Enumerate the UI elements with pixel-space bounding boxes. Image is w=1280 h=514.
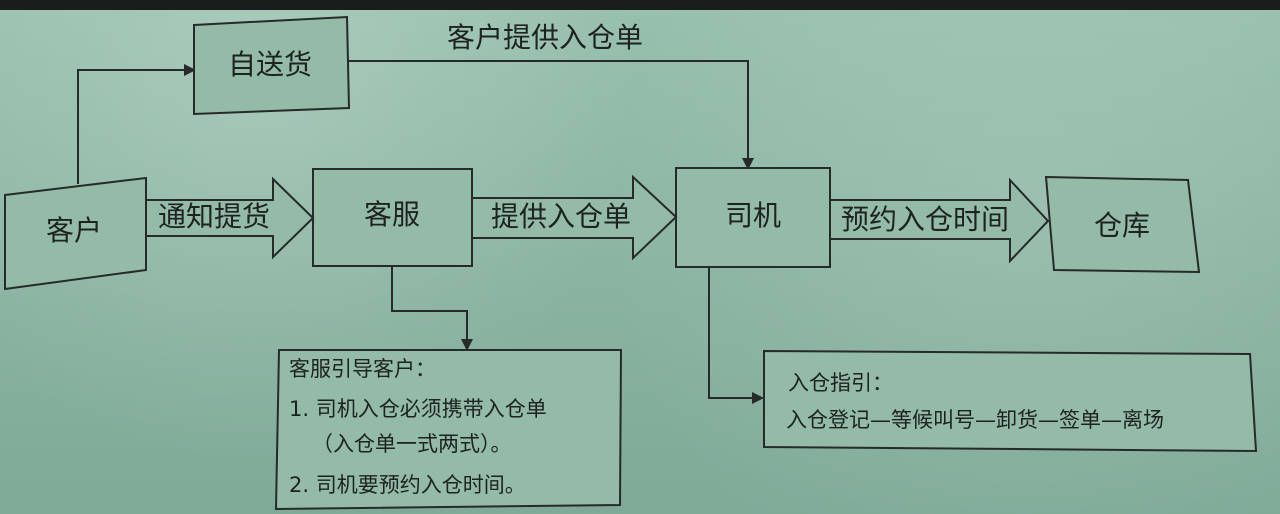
- self-delivery-to-driver-connector: [348, 60, 754, 170]
- provide-entry-form-label: 提供入仓单: [491, 200, 631, 233]
- driver-to-entry-guide-connector: [708, 267, 764, 404]
- book-entry-time-arrow: [829, 177, 1050, 264]
- self-delivery-label: 自送货: [228, 48, 312, 81]
- cs-guide-line-2: 1. 司机入仓必须携带入仓单: [289, 397, 547, 421]
- warehouse-label: 仓库: [1094, 209, 1150, 242]
- self-delivery-box: [193, 15, 351, 116]
- provide-entry-form-arrow: [471, 174, 678, 261]
- entry-guide-box: [763, 349, 1258, 453]
- customer-service-guide-box: [274, 349, 623, 511]
- cs-guide-line-1: 客服引导客户：: [289, 357, 436, 381]
- cs-guide-line-4: 2. 司机要预约入仓时间。: [289, 473, 526, 497]
- entry-guide-line-2: 入仓登记—等候叫号—卸货—签单—离场: [786, 408, 1164, 432]
- customer-service-box: [312, 168, 473, 267]
- top-route-label: 客户提供入仓单: [447, 21, 643, 54]
- customer-to-self-delivery-connector: [77, 64, 196, 184]
- customer-service-to-guide-connector: [391, 266, 473, 351]
- book-entry-time-label: 预约入仓时间: [841, 203, 1009, 236]
- entry-guide-line-1: 入仓指引：: [788, 371, 893, 395]
- customer-label: 客户: [46, 214, 102, 247]
- cs-guide-line-3: （入仓单一式两式）。: [312, 432, 512, 456]
- driver-label: 司机: [725, 199, 781, 232]
- customer-box: [4, 176, 147, 291]
- notify-pickup-label: 通知提货: [158, 200, 270, 233]
- warehouse-box: [1044, 175, 1201, 274]
- notify-pickup-arrow: [145, 176, 315, 260]
- customer-service-label: 客服: [364, 198, 420, 231]
- top-border: [0, 0, 1280, 10]
